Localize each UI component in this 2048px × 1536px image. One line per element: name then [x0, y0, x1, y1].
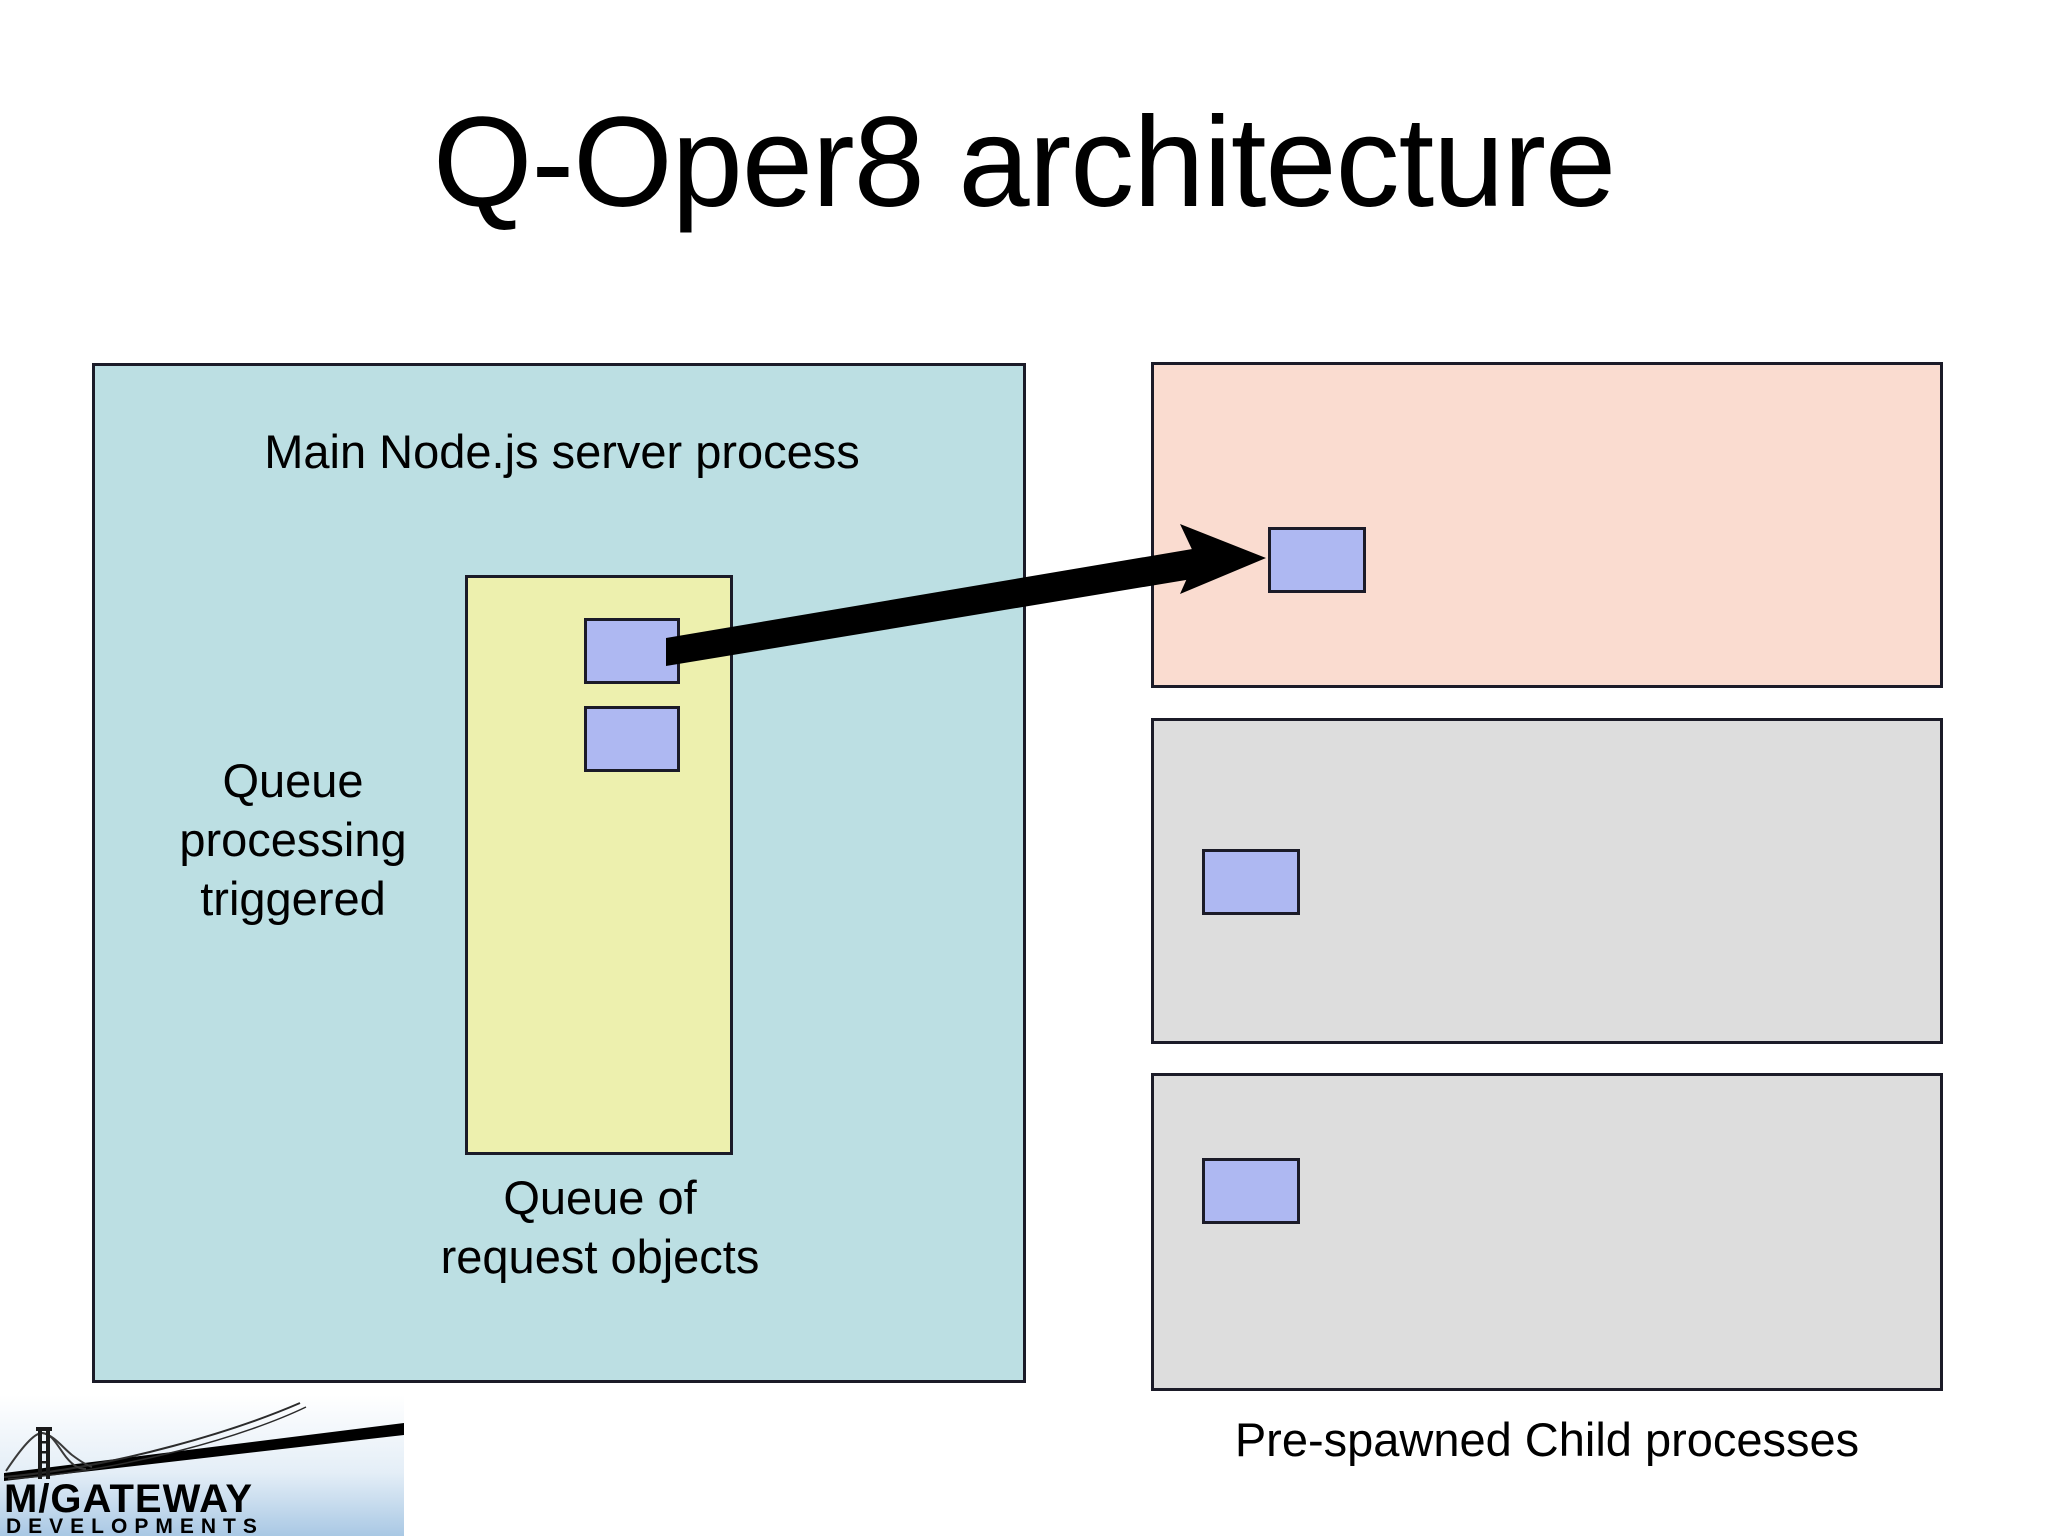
logo-tagline-text: DEVELOPMENTS [6, 1515, 264, 1536]
child-process-panel-1 [1151, 362, 1943, 688]
queue-trigger-label: Queue processing triggered [123, 751, 463, 929]
child-request-object-1[interactable] [1268, 527, 1366, 593]
child-request-object-3[interactable] [1202, 1158, 1300, 1224]
main-process-panel: Main Node.js server process Queue proces… [92, 363, 1026, 1383]
child-process-panel-2 [1151, 718, 1943, 1044]
child-request-object-2[interactable] [1202, 849, 1300, 915]
child-process-panel-3 [1151, 1073, 1943, 1391]
queue-trigger-line-1: Queue [222, 754, 364, 807]
request-object-1[interactable] [584, 618, 680, 684]
request-queue-caption: Queue of request objects [355, 1168, 845, 1286]
queue-caption-line-1: Queue of [503, 1171, 697, 1224]
queue-trigger-line-2: processing [179, 813, 407, 867]
mgateway-logo-icon: M/GATEWAY DEVELOPMENTS [0, 1395, 404, 1536]
child-processes-caption: Pre-spawned Child processes [1234, 1413, 1860, 1466]
logo-brand-text: M/GATEWAY [4, 1477, 253, 1521]
main-process-label: Main Node.js server process [264, 425, 860, 478]
queue-caption-line-2: request objects [440, 1230, 760, 1284]
mgateway-logo: M/GATEWAY DEVELOPMENTS [0, 1389, 404, 1536]
queue-trigger-line-3: triggered [200, 872, 386, 926]
request-queue-box [465, 575, 733, 1155]
page-title: Q-Oper8 architecture [432, 91, 1616, 234]
request-object-2[interactable] [584, 706, 680, 772]
